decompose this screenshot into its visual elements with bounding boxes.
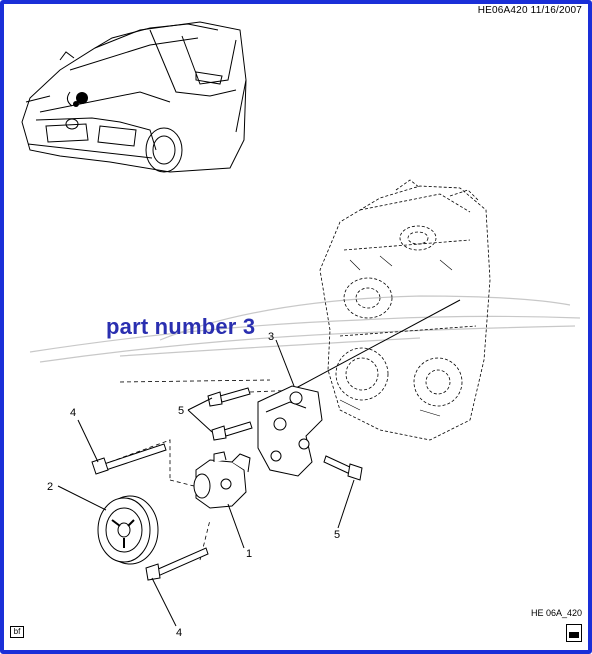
power-steering-pump [193,451,251,509]
book-icon [566,624,582,642]
engine-detail-lines [339,255,453,417]
assembly-guide-lines [109,379,301,561]
callout-2: 2 [47,481,53,493]
bolt-4-lower [145,547,209,581]
bolt-5-upper-a [207,387,251,407]
document-id: HE06A420 11/16/2007 [477,5,582,16]
callout-5-upper: 5 [178,405,184,417]
corner-label: bf [10,626,24,638]
bolt-5-right [323,455,363,481]
locator-mark-icon [66,91,88,107]
engine-block-drawing [319,179,491,441]
pump-pulley [97,495,159,565]
vehicle-locator-drawing [21,21,247,173]
callout-5-right: 5 [334,529,340,541]
belt-line [295,299,461,389]
callout-4-upper: 4 [70,407,76,419]
part-number-title: part number 3 [106,314,256,339]
callout-3: 3 [268,331,274,343]
mounting-bracket [257,385,323,477]
bolt-5-upper-b [211,421,253,441]
watermark-swoosh [29,295,581,363]
callout-leaders [57,339,355,627]
figure-id: HE 06A_420 [530,608,582,618]
callout-labels: 1 2 3 4 4 5 5 [47,331,340,639]
callout-4-lower: 4 [176,627,182,639]
callout-1: 1 [246,548,252,560]
bolt-4-upper [91,443,167,475]
